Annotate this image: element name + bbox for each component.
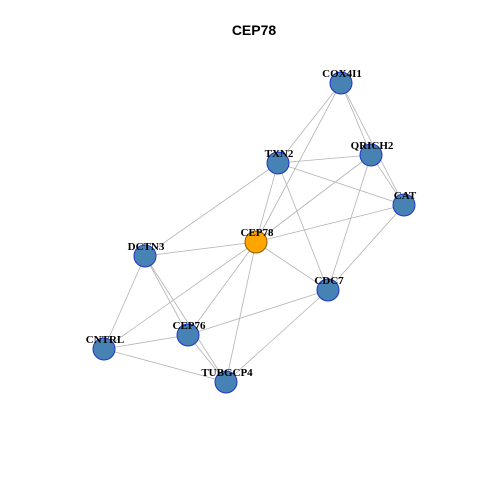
node-label-cep76: CEP76 <box>173 320 207 332</box>
node-cntrl[interactable] <box>92 337 116 361</box>
edge-txn2-cat <box>277 162 405 206</box>
node-label-tubgcp4: TUBGCP4 <box>201 367 253 379</box>
nodes-layer <box>92 71 416 394</box>
node-txn2[interactable] <box>266 151 290 175</box>
node-dctn3[interactable] <box>133 244 157 268</box>
edge-cdc7-tubgcp4 <box>225 289 329 383</box>
node-label-cdc7: CDC7 <box>314 275 344 287</box>
edge-qrich2-cep78 <box>255 154 372 243</box>
node-qrich2[interactable] <box>359 143 383 167</box>
node-label-cat: CAT <box>394 190 417 202</box>
node-cep78[interactable] <box>244 230 268 254</box>
node-cdc7[interactable] <box>316 278 340 302</box>
edge-cox4i1-cep78 <box>255 82 342 243</box>
node-label-txn2: TXN2 <box>265 148 294 160</box>
edge-txn2-cdc7 <box>277 162 329 291</box>
edge-cat-cdc7 <box>327 204 405 291</box>
node-cep76[interactable] <box>176 323 200 347</box>
edge-cep78-tubgcp4 <box>225 241 257 383</box>
edge-cox4i1-qrich2 <box>340 82 372 156</box>
edge-dctn3-cntrl <box>103 255 146 350</box>
edge-cep76-cntrl <box>103 334 189 350</box>
edge-cdc7-cep76 <box>187 289 329 336</box>
edge-cat-cep78 <box>255 204 405 243</box>
edge-txn2-dctn3 <box>144 162 279 257</box>
node-label-dctn3: DCTN3 <box>128 241 165 253</box>
edge-cep78-cep76 <box>187 241 257 336</box>
node-tubgcp4[interactable] <box>214 370 238 394</box>
edge-cep78-cntrl <box>103 241 257 350</box>
edge-txn2-cep78 <box>255 162 279 243</box>
edge-qrich2-txn2 <box>277 154 372 164</box>
node-label-qrich2: QRICH2 <box>351 140 394 152</box>
node-label-cep78: CEP78 <box>241 227 275 239</box>
edge-cox4i1-txn2 <box>277 82 342 164</box>
edge-dctn3-tubgcp4 <box>144 255 227 383</box>
edge-cep78-cdc7 <box>255 241 329 291</box>
edge-cntrl-tubgcp4 <box>103 348 227 383</box>
edge-cep78-dctn3 <box>144 241 257 257</box>
node-cat[interactable] <box>392 193 416 217</box>
node-cox4i1[interactable] <box>329 71 353 95</box>
edge-dctn3-cep76 <box>144 255 189 336</box>
graph-title: CEP78 <box>232 22 277 38</box>
node-label-cox4i1: COX4I1 <box>322 68 362 80</box>
edge-qrich2-cdc7 <box>327 154 372 291</box>
node-label-cntrl: CNTRL <box>86 334 125 346</box>
